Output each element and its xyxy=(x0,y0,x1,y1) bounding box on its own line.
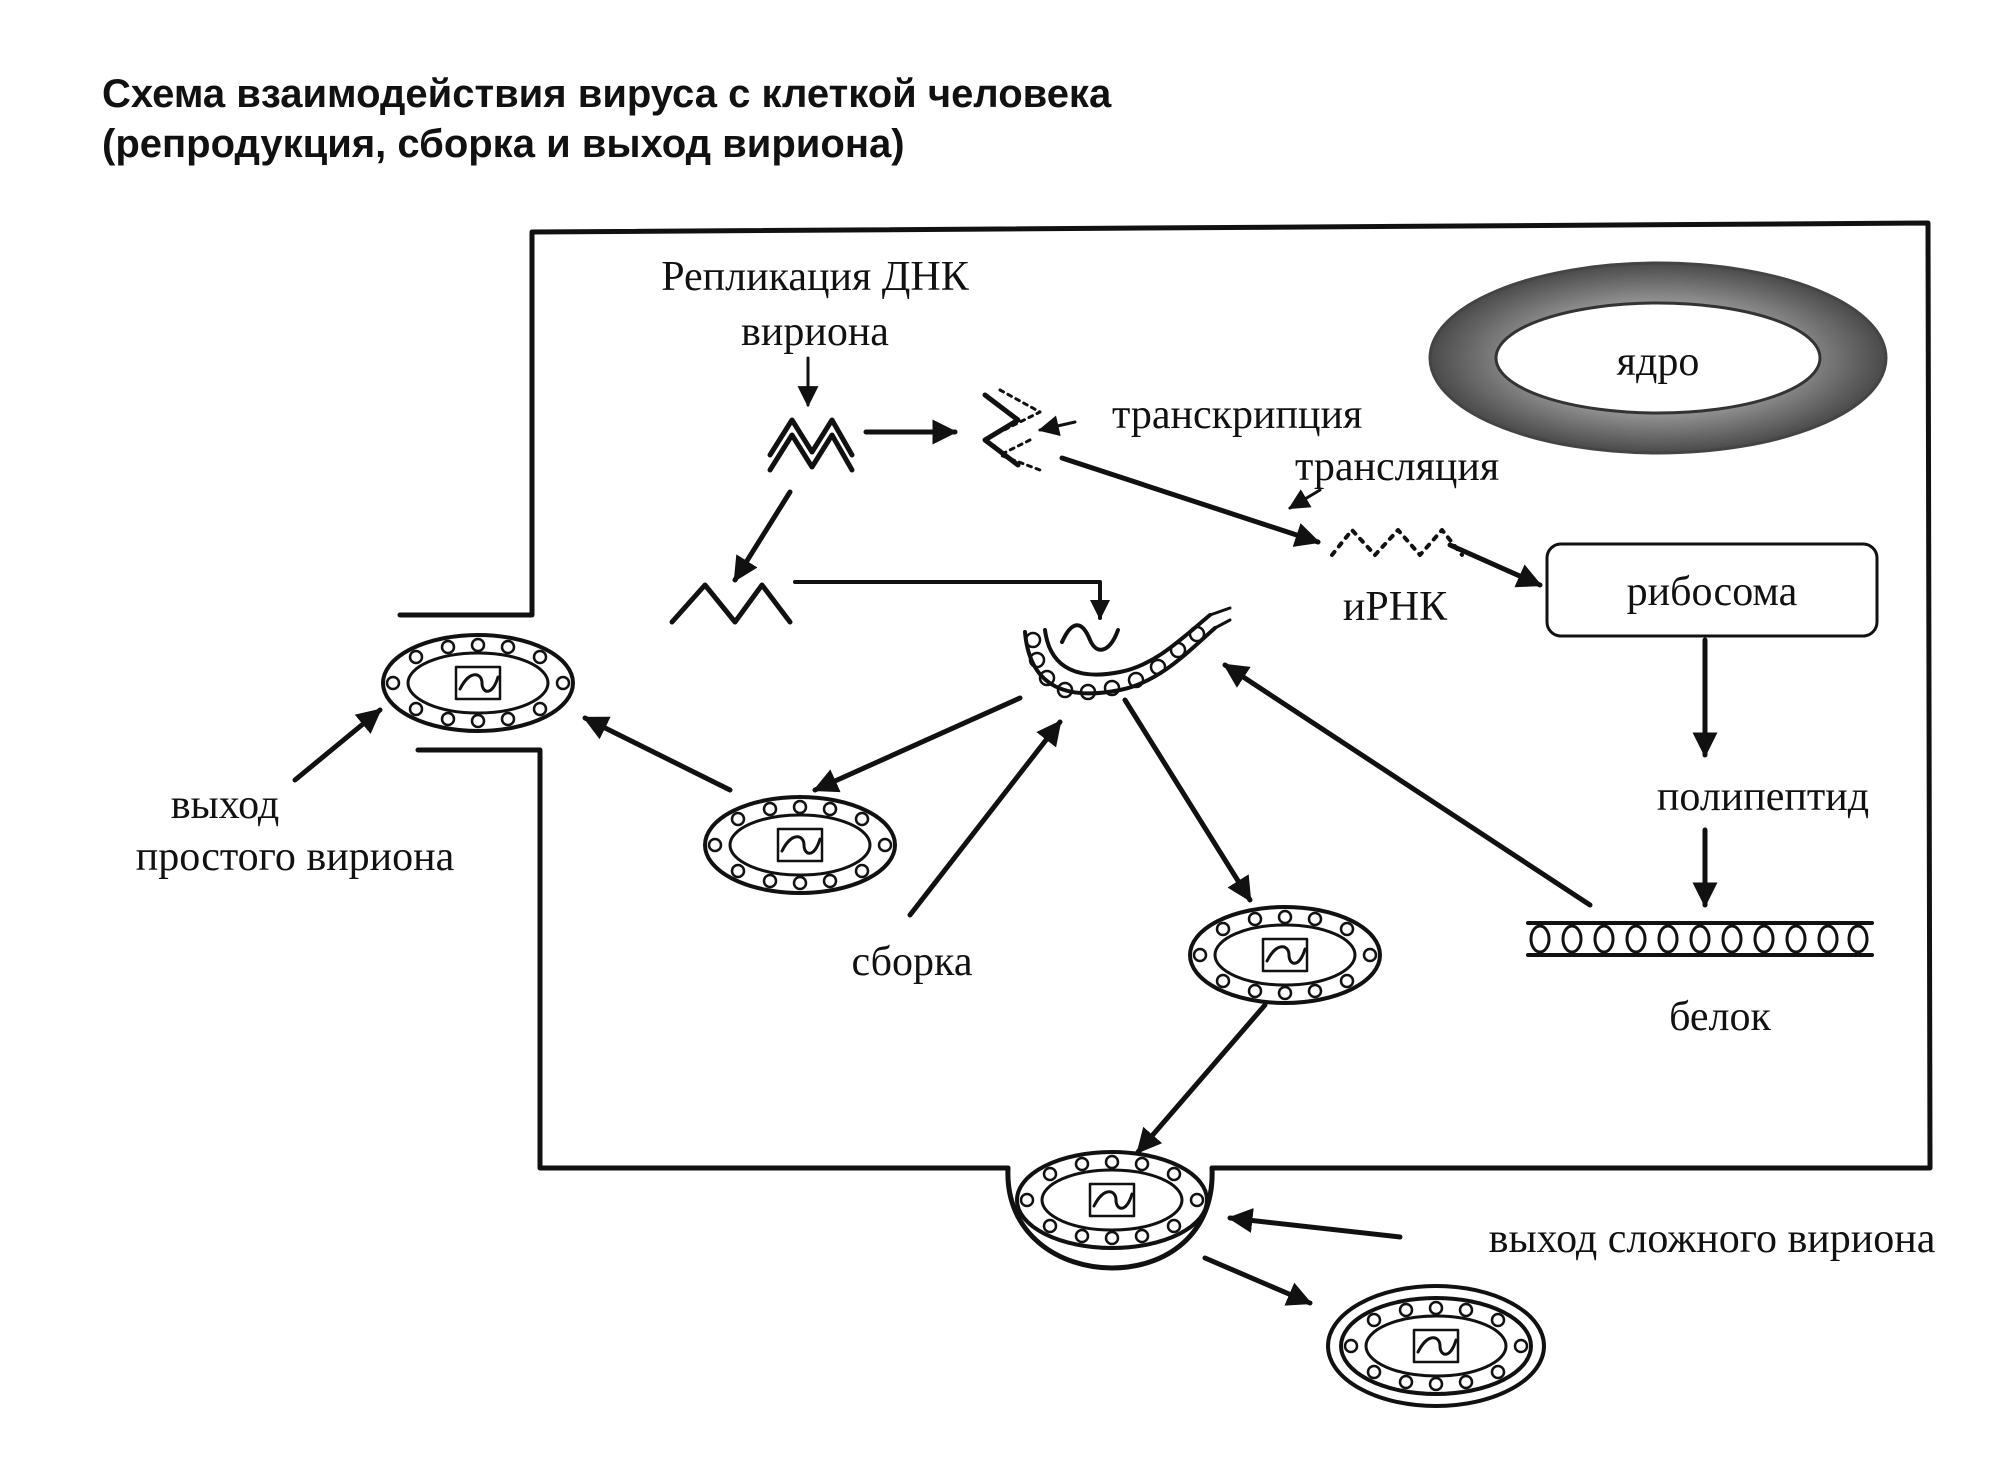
arrow-assembly-pointer xyxy=(907,719,1063,918)
dna-double-strand xyxy=(767,417,855,473)
cell-membrane xyxy=(397,220,1933,1171)
assembly-capsid xyxy=(1023,606,1232,701)
translation-label: трансляция xyxy=(1295,444,1499,490)
transcription-label: транскрипция xyxy=(1112,392,1362,438)
ribosome-label: рибосома xyxy=(1627,569,1798,615)
simple-virion-inside xyxy=(703,795,897,895)
replication-label-line-2: вириона xyxy=(741,309,889,355)
transcription-dna xyxy=(982,388,1042,472)
protein-label: белок xyxy=(1669,994,1771,1040)
complex-exit-label: выход сложного вириона xyxy=(1489,1216,1936,1262)
polypeptide-label: полипептид xyxy=(1657,774,1869,820)
arrow-translation-pointer xyxy=(1288,488,1322,510)
simple-exit-label-line-1: выход xyxy=(171,782,280,828)
ribosome-box: рибосома xyxy=(1545,542,1879,638)
mrna-label: иРНК xyxy=(1343,584,1448,630)
cell-membrane-lower xyxy=(415,747,1011,1171)
arrow-budding-to-released xyxy=(1202,1255,1313,1306)
budding-virion xyxy=(1005,1150,1215,1271)
complex-virion-inside xyxy=(1188,905,1382,1005)
title-line-1: Схема взаимодействия вируса с клеткой че… xyxy=(102,72,1112,116)
simple-exit-label-line-2: простого вириона xyxy=(136,834,455,880)
simple-virion-exiting xyxy=(381,633,575,733)
nucleus-label: ядро xyxy=(1617,339,1700,385)
arrow-single-to-assembly xyxy=(793,580,1110,620)
arrow-protein-to-assembly xyxy=(1222,662,1593,908)
arrow-to-mrna xyxy=(1059,455,1321,547)
arrow-transcription-pointer xyxy=(1037,415,1077,437)
arrow-assembly-to-complex-virion xyxy=(1122,697,1253,903)
arrow-assembly-to-simple-virion xyxy=(812,695,1023,793)
arrow-dna-to-single xyxy=(732,489,793,583)
assembly-label: сборка xyxy=(852,939,973,985)
protein-chain xyxy=(1526,921,1874,957)
arrow-to-ribosome xyxy=(1447,542,1543,588)
arrow-simple-exit-pointer xyxy=(292,707,383,783)
nucleus: ядро xyxy=(1428,261,1888,455)
dna-single-strand xyxy=(669,582,793,625)
arrow-complex-exit-pointer xyxy=(1227,1208,1403,1240)
arrow-simple-virion-to-exit xyxy=(582,715,733,793)
mrna-strand xyxy=(1330,528,1464,557)
arrow-complex-virion-to-exit xyxy=(1135,1002,1268,1155)
replication-label-line-1: Репликация ДНК xyxy=(661,254,970,300)
released-complex-virion xyxy=(1326,1284,1546,1408)
title-line-2: (репродукция, сборка и выход вириона) xyxy=(102,122,905,166)
